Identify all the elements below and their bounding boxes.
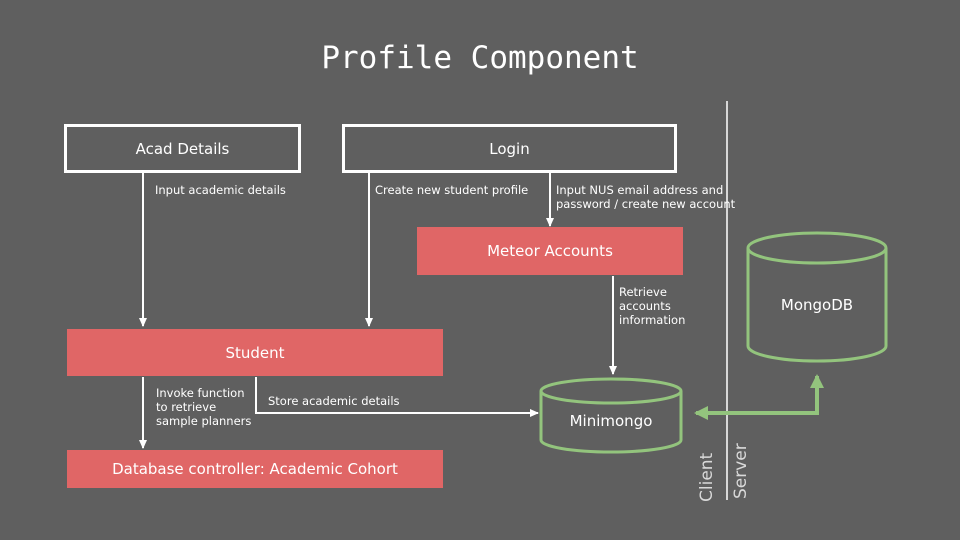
label-input-academic-details: Input academic details — [155, 183, 286, 197]
edge-student-to-minimongo — [255, 377, 539, 417]
student-box: Student — [67, 329, 443, 376]
login-label: Login — [489, 139, 530, 158]
region-client-label: Client — [697, 452, 717, 502]
label-input-nus-email-line1: Input NUS email address and — [556, 183, 724, 197]
acad-details-box: Acad Details — [64, 124, 301, 173]
meteor-accounts-box: Meteor Accounts — [417, 227, 683, 275]
minimongo-cylinder — [539, 377, 683, 454]
minimongo-label: Minimongo — [569, 412, 653, 430]
login-box: Login — [342, 124, 677, 173]
label-invoke-line1: Invoke function — [156, 386, 245, 400]
label-input-nus-email-line2: password / create new account — [556, 197, 736, 211]
page-title: Profile Component — [321, 40, 639, 76]
label-invoke-line2: to retrieve — [156, 400, 217, 414]
label-invoke-line3: sample planners — [156, 414, 252, 428]
label-store-academic-details: Store academic details — [268, 394, 400, 408]
db-controller-label: Database controller: Academic Cohort — [112, 460, 398, 478]
meteor-accounts-label: Meteor Accounts — [487, 242, 613, 260]
edge-minimongo-mongodb-sync — [700, 374, 824, 415]
label-retrieve-line3: information — [619, 313, 686, 327]
db-controller-box: Database controller: Academic Cohort — [67, 450, 443, 488]
label-retrieve-line1: Retrieve — [619, 285, 667, 299]
label-create-student-profile: Create new student profile — [375, 183, 529, 197]
mongodb-cylinder — [746, 231, 888, 363]
student-label: Student — [225, 343, 285, 362]
mongodb-label: MongoDB — [780, 296, 854, 314]
acad-details-label: Acad Details — [135, 139, 230, 158]
region-server-label: Server — [731, 443, 751, 499]
label-retrieve-line2: accounts — [619, 299, 671, 313]
